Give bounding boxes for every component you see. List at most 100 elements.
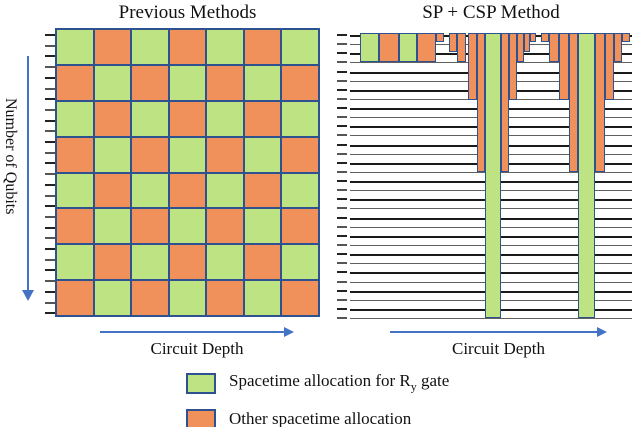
qubit-tick (45, 301, 55, 304)
ry-allocation-bar (485, 33, 501, 318)
grid-cell (168, 100, 207, 137)
circuit-depth-arrow-left (100, 326, 294, 337)
grid-cell (243, 172, 282, 209)
grid-cell (243, 280, 282, 316)
qubit-tick (45, 76, 55, 79)
qubit-tick (45, 237, 55, 240)
grid-cell (131, 172, 169, 209)
other-allocation-bar (569, 33, 578, 172)
legend: Spacetime allocation for Ry gate Other s… (186, 371, 450, 427)
qubit-tick (45, 44, 55, 47)
other-allocation-bar (449, 33, 457, 52)
grid-cell (206, 280, 244, 316)
down-arrowhead-icon (22, 290, 34, 301)
grid-cell (206, 100, 244, 137)
grid-cell (243, 29, 282, 65)
qubit-tick (337, 198, 347, 201)
grid-cell (131, 100, 169, 137)
grid-cell (243, 244, 282, 281)
grid-cell (93, 64, 132, 101)
qubit-tick (45, 269, 55, 272)
grid-cell (281, 100, 319, 137)
grid-cell (93, 244, 132, 281)
qubit-tick (45, 205, 55, 208)
qubit-tick (337, 280, 347, 283)
right-arrowhead-icon (284, 326, 294, 337)
other-allocation-bar (501, 33, 509, 172)
qubit-tick (337, 43, 347, 46)
qubit-tick (337, 97, 347, 100)
qubit-tick (45, 130, 55, 133)
qubit-tick (45, 248, 55, 250)
other-allocation-bar (549, 33, 559, 62)
orange-swatch (186, 408, 216, 427)
other-allocation-bar (605, 33, 614, 100)
grid-cell (93, 172, 132, 209)
legend-text-main: Other spacetime allocation (229, 409, 412, 427)
qubit-tick (337, 234, 347, 237)
qubit-tick (337, 125, 347, 128)
other-allocation-bar (541, 33, 549, 42)
qubit-tick (337, 88, 347, 91)
grid-cell (281, 29, 319, 65)
left-panel-title: Previous Methods (118, 2, 257, 23)
qubit-tick (45, 258, 55, 261)
grid-cell (168, 29, 207, 65)
legend-text-main: Spacetime allocation for R (229, 371, 411, 391)
other-allocation-bar (530, 33, 536, 42)
grid-cell (281, 208, 319, 245)
grid-cell (131, 64, 169, 101)
qubit-tick (337, 289, 347, 292)
other-allocation-bar (436, 33, 444, 42)
grid-cell (281, 172, 319, 209)
grid-cell (131, 208, 169, 245)
qubit-tick (337, 79, 347, 82)
qubit-tick (45, 66, 55, 69)
grid-cell (56, 244, 94, 281)
qubit-tick (45, 194, 55, 197)
grid-cell (243, 64, 282, 101)
ry-allocation-bar (578, 33, 595, 318)
legend-text-tail: gate (416, 371, 450, 391)
grid-cell (206, 136, 244, 173)
circuit-depth-label-right: Circuit Depth (451, 339, 545, 358)
qubit-tick (337, 116, 347, 119)
ry-allocation-bar (360, 33, 379, 62)
grid-cell (56, 64, 94, 101)
y-axis-label: Number of Qubits (2, 98, 19, 215)
qubit-tick (45, 226, 55, 229)
grid-cell (206, 244, 244, 281)
grid-cell (93, 100, 132, 137)
other-allocation-bar (622, 33, 630, 42)
qubit-tick (45, 55, 55, 58)
grid-cell (131, 136, 169, 173)
qubit-tick (337, 70, 347, 73)
qubit-tick (45, 119, 55, 122)
qubit-tick (337, 107, 347, 110)
qubit-tick (45, 34, 55, 36)
grid-cell (56, 208, 94, 245)
legend-item-ry-gate: Spacetime allocation for Ry gate (186, 371, 450, 394)
qubit-tick (45, 173, 55, 176)
grid-cell (206, 208, 244, 245)
qubit-tick (337, 243, 347, 246)
qubit-tick (337, 207, 347, 210)
qubit-tick (337, 189, 347, 192)
grid-cell (168, 208, 207, 245)
qubit-tick (337, 298, 347, 301)
qubit-tick (337, 170, 347, 173)
green-swatch (186, 372, 216, 394)
grid-cell (93, 136, 132, 173)
grid-cell (168, 280, 207, 316)
grid-cell (206, 172, 244, 209)
grid-cell (131, 244, 169, 281)
grid-cell (56, 29, 94, 65)
qubit-tick (337, 253, 347, 256)
grid-cell (168, 244, 207, 281)
grid-cell (93, 280, 132, 316)
ry-allocation-bar (399, 33, 417, 62)
grid-cell (56, 280, 94, 316)
other-allocation-bar (559, 33, 569, 100)
qubit-tick (337, 262, 347, 265)
qubit-tick (337, 61, 347, 64)
